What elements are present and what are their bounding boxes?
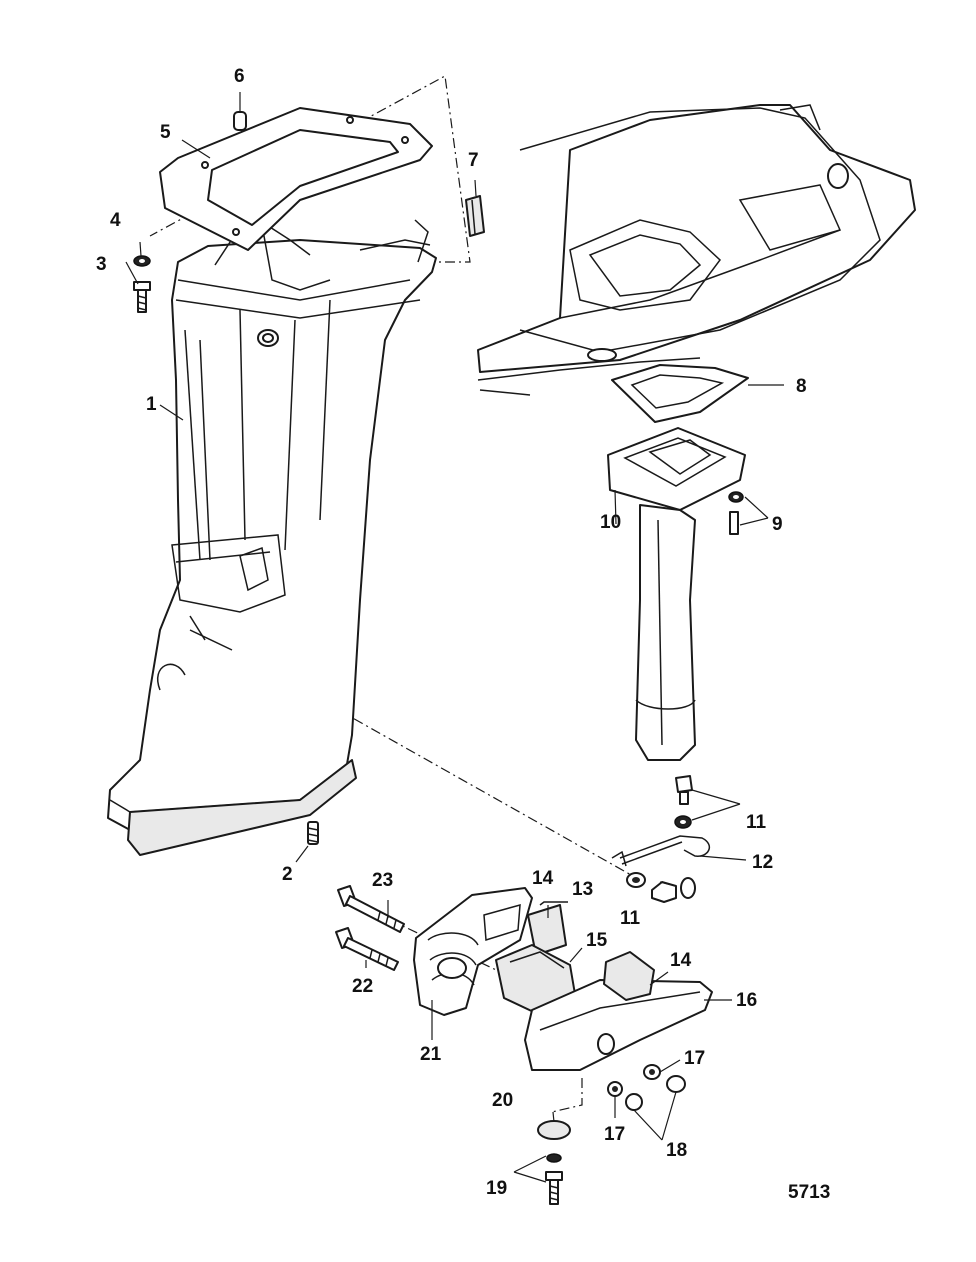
adapter-plate-gasket — [159, 107, 433, 251]
callout-11-upper: 11 — [746, 812, 767, 833]
rubber-block — [465, 195, 485, 237]
callout-11-lower: 11 — [620, 908, 641, 929]
diagram-reference-number: 5713 — [788, 1182, 830, 1203]
bottom-cowl — [477, 104, 916, 396]
dowel-pin — [233, 92, 247, 131]
callout-20: 20 — [492, 1090, 513, 1111]
callout-23: 23 — [372, 870, 393, 891]
callout-numbers: 1 2 3 4 5 6 7 8 9 10 11 12 13 11 14 15 1… — [96, 66, 807, 1199]
callout-5: 5 — [160, 122, 171, 143]
callout-12: 12 — [752, 852, 773, 873]
bottom-washer-and-screw — [513, 1120, 571, 1205]
nuts-and-spacers — [607, 1059, 686, 1141]
callout-9: 9 — [772, 514, 783, 535]
callout-leaders — [125, 139, 677, 1123]
callout-16: 16 — [736, 990, 757, 1011]
callout-1: 1 — [146, 394, 157, 415]
callout-7: 7 — [468, 150, 479, 171]
ground-screw-and-washer — [674, 775, 741, 829]
screw-and-washer — [133, 255, 151, 313]
lower-mount-bracket — [524, 951, 732, 1071]
rubber-mount-left — [527, 901, 568, 956]
callout-13: 13 — [572, 879, 593, 900]
exhaust-tube — [607, 427, 746, 761]
driveshaft-housing — [107, 219, 437, 856]
ground-wire — [611, 835, 747, 867]
callout-21: 21 — [420, 1044, 442, 1065]
mount-bracket — [413, 887, 533, 1040]
callout-3: 3 — [96, 254, 107, 275]
callout-18: 18 — [666, 1140, 687, 1161]
drain-screw — [307, 821, 319, 845]
callout-10: 10 — [600, 512, 621, 533]
callout-8: 8 — [796, 376, 807, 397]
exhaust-gasket — [611, 364, 784, 423]
callout-2: 2 — [282, 864, 293, 885]
callout-19: 19 — [486, 1178, 507, 1199]
callout-17-right: 17 — [684, 1048, 705, 1069]
callout-4: 4 — [110, 210, 121, 231]
callout-14-right: 14 — [670, 950, 692, 971]
callout-14-left: 14 — [532, 868, 554, 889]
callout-15: 15 — [586, 930, 608, 951]
callout-6: 6 — [234, 66, 245, 87]
callout-22: 22 — [352, 976, 373, 997]
long-bolts — [335, 885, 405, 971]
callout-17-left: 17 — [604, 1124, 625, 1145]
washer-and-screw-lower — [626, 872, 696, 903]
tube-screw-and-washer — [728, 491, 769, 535]
